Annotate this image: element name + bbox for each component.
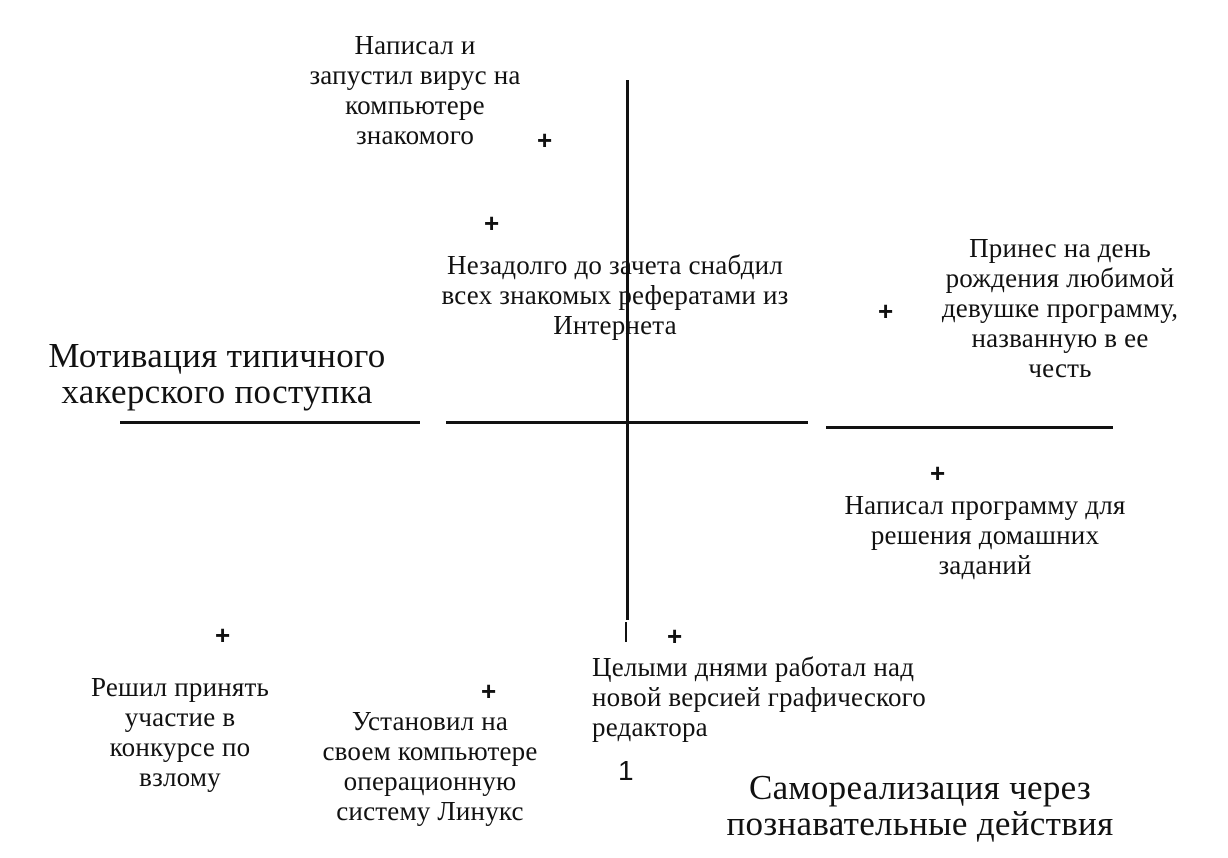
item-essays-marker: + xyxy=(484,208,500,238)
vertical-axis-title: Самореализация через познавательные дейс… xyxy=(726,768,1114,843)
horizontal-axis-left xyxy=(120,421,420,424)
item-birthday-label: Принес на день рождения любимой девушке … xyxy=(941,233,1179,383)
item-contest-marker: + xyxy=(215,620,231,650)
item-virus-marker: + xyxy=(537,125,553,155)
horizontal-axis-middle xyxy=(446,421,808,424)
item-linux-marker: + xyxy=(481,676,497,706)
vertical-axis-lower xyxy=(625,622,627,642)
item-virus-label: Написал и запустил вирус на компьютере з… xyxy=(309,30,521,150)
vertical-axis-upper xyxy=(626,80,629,620)
horizontal-axis-title: Мотивация типичного хакерского поступка xyxy=(48,336,386,411)
stray-mark: 1 xyxy=(618,755,634,786)
item-essays-label: Незадолго до зачета снабдил всех знакомы… xyxy=(441,250,789,340)
item-contest-label: Решил принять участие в конкурсе по взло… xyxy=(90,672,270,792)
horizontal-axis-right xyxy=(826,426,1113,429)
item-homework-label: Написал программу для решения домашних з… xyxy=(844,490,1126,580)
item-linux-label: Установил на своем компьютере операционн… xyxy=(322,706,538,826)
item-editor-label: Целыми днями работал над новой версией г… xyxy=(592,652,926,742)
item-editor-marker: + xyxy=(667,621,683,651)
item-homework-marker: + xyxy=(930,458,946,488)
item-birthday-marker: + xyxy=(878,296,894,326)
